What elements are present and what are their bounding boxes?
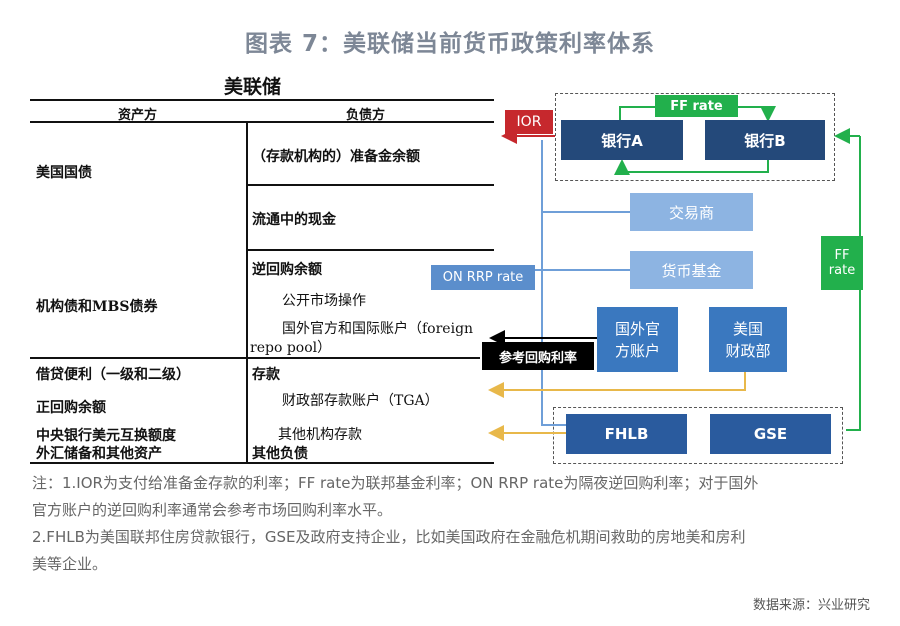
- balance-sheet-title: 美联储: [224, 76, 282, 98]
- dealers-box: 交易商: [630, 193, 753, 231]
- ior-box: IOR: [505, 110, 553, 134]
- liability-other-deposits: 其他机构存款: [278, 427, 362, 443]
- ff-rate-box-side: FF rate: [821, 236, 863, 290]
- liability-currency: 流通中的现金: [252, 212, 336, 228]
- liability-foreign-pool-line1: 国外官方和国际账户（foreign: [282, 321, 474, 337]
- asset-swaps: 中央银行美元互换额度: [36, 428, 176, 444]
- treasury-line1: 美国: [732, 319, 763, 338]
- ref-repo-box: 参考回购利率: [482, 342, 594, 370]
- foreign-official-line2: 方账户: [614, 341, 660, 360]
- liability-deposits: 存款: [252, 367, 280, 383]
- liability-reserves: （存款机构的）准备金余额: [252, 149, 420, 165]
- figure-title: 图表 7：美联储当前货币政策利率体系: [244, 31, 655, 57]
- liability-foreign-pool-line2: repo pool）: [250, 340, 332, 356]
- ff-rate-box-top: FF rate: [655, 95, 738, 117]
- gse-group-outline: [553, 407, 843, 464]
- liability-header: 负债方: [346, 108, 386, 123]
- bank-b-box: 银行B: [705, 120, 825, 160]
- liability-reverse-repo: 逆回购余额: [252, 262, 322, 278]
- mmf-box: 货币基金: [630, 251, 753, 289]
- note-line-2: 官方账户的逆回购利率通常会参考市场回购利率水平。: [32, 501, 393, 519]
- liability-other: 其他负债: [252, 446, 308, 462]
- note-line-1: 注：1.IOR为支付给准备金存款的利率；FF rate为联邦基金利率；ON RR…: [32, 474, 759, 492]
- foreign-official-box: 国外官 方账户: [597, 307, 678, 372]
- liability-tga: 财政部存款账户（TGA）: [282, 393, 439, 409]
- asset-repo: 正回购余额: [36, 400, 106, 416]
- foreign-official-line1: 国外官: [614, 319, 660, 338]
- liability-rule-3: [247, 357, 480, 359]
- treasury-line2: 财政部: [725, 341, 771, 360]
- table-top-rule: [30, 99, 494, 101]
- asset-rule: [30, 357, 246, 359]
- gse-box: GSE: [710, 414, 831, 454]
- liability-rule-2: [247, 249, 494, 251]
- data-source: 数据来源：兴业研究: [752, 598, 870, 613]
- asset-fx-other: 外汇储备和其他资产: [36, 446, 162, 462]
- treasury-box: 美国 财政部: [709, 307, 787, 372]
- ff-side-line1: FF: [834, 248, 850, 263]
- on-rrp-box: ON RRP rate: [431, 265, 535, 290]
- bank-a-box: 银行A: [561, 120, 683, 160]
- liability-open-market: 公开市场操作: [282, 293, 366, 309]
- note-line-4: 美等企业。: [32, 555, 108, 573]
- note-line-3: 2.FHLB为美国联邦住房贷款银行，GSE及政府支持企业，比如美国政府在金融危机…: [32, 528, 746, 546]
- liability-rule-1: [247, 184, 494, 186]
- asset-treasuries: 美国国债: [36, 165, 92, 181]
- asset-header: 资产方: [118, 108, 158, 123]
- asset-lending: 借贷便利（一级和二级）: [36, 367, 190, 383]
- table-center-divider: [246, 121, 248, 462]
- ff-side-line2: rate: [828, 263, 856, 278]
- table-bottom-rule: [30, 462, 494, 464]
- asset-agency-mbs: 机构债和MBS债券: [36, 299, 158, 315]
- header-rule: [30, 121, 494, 123]
- fhlb-box: FHLB: [566, 414, 687, 454]
